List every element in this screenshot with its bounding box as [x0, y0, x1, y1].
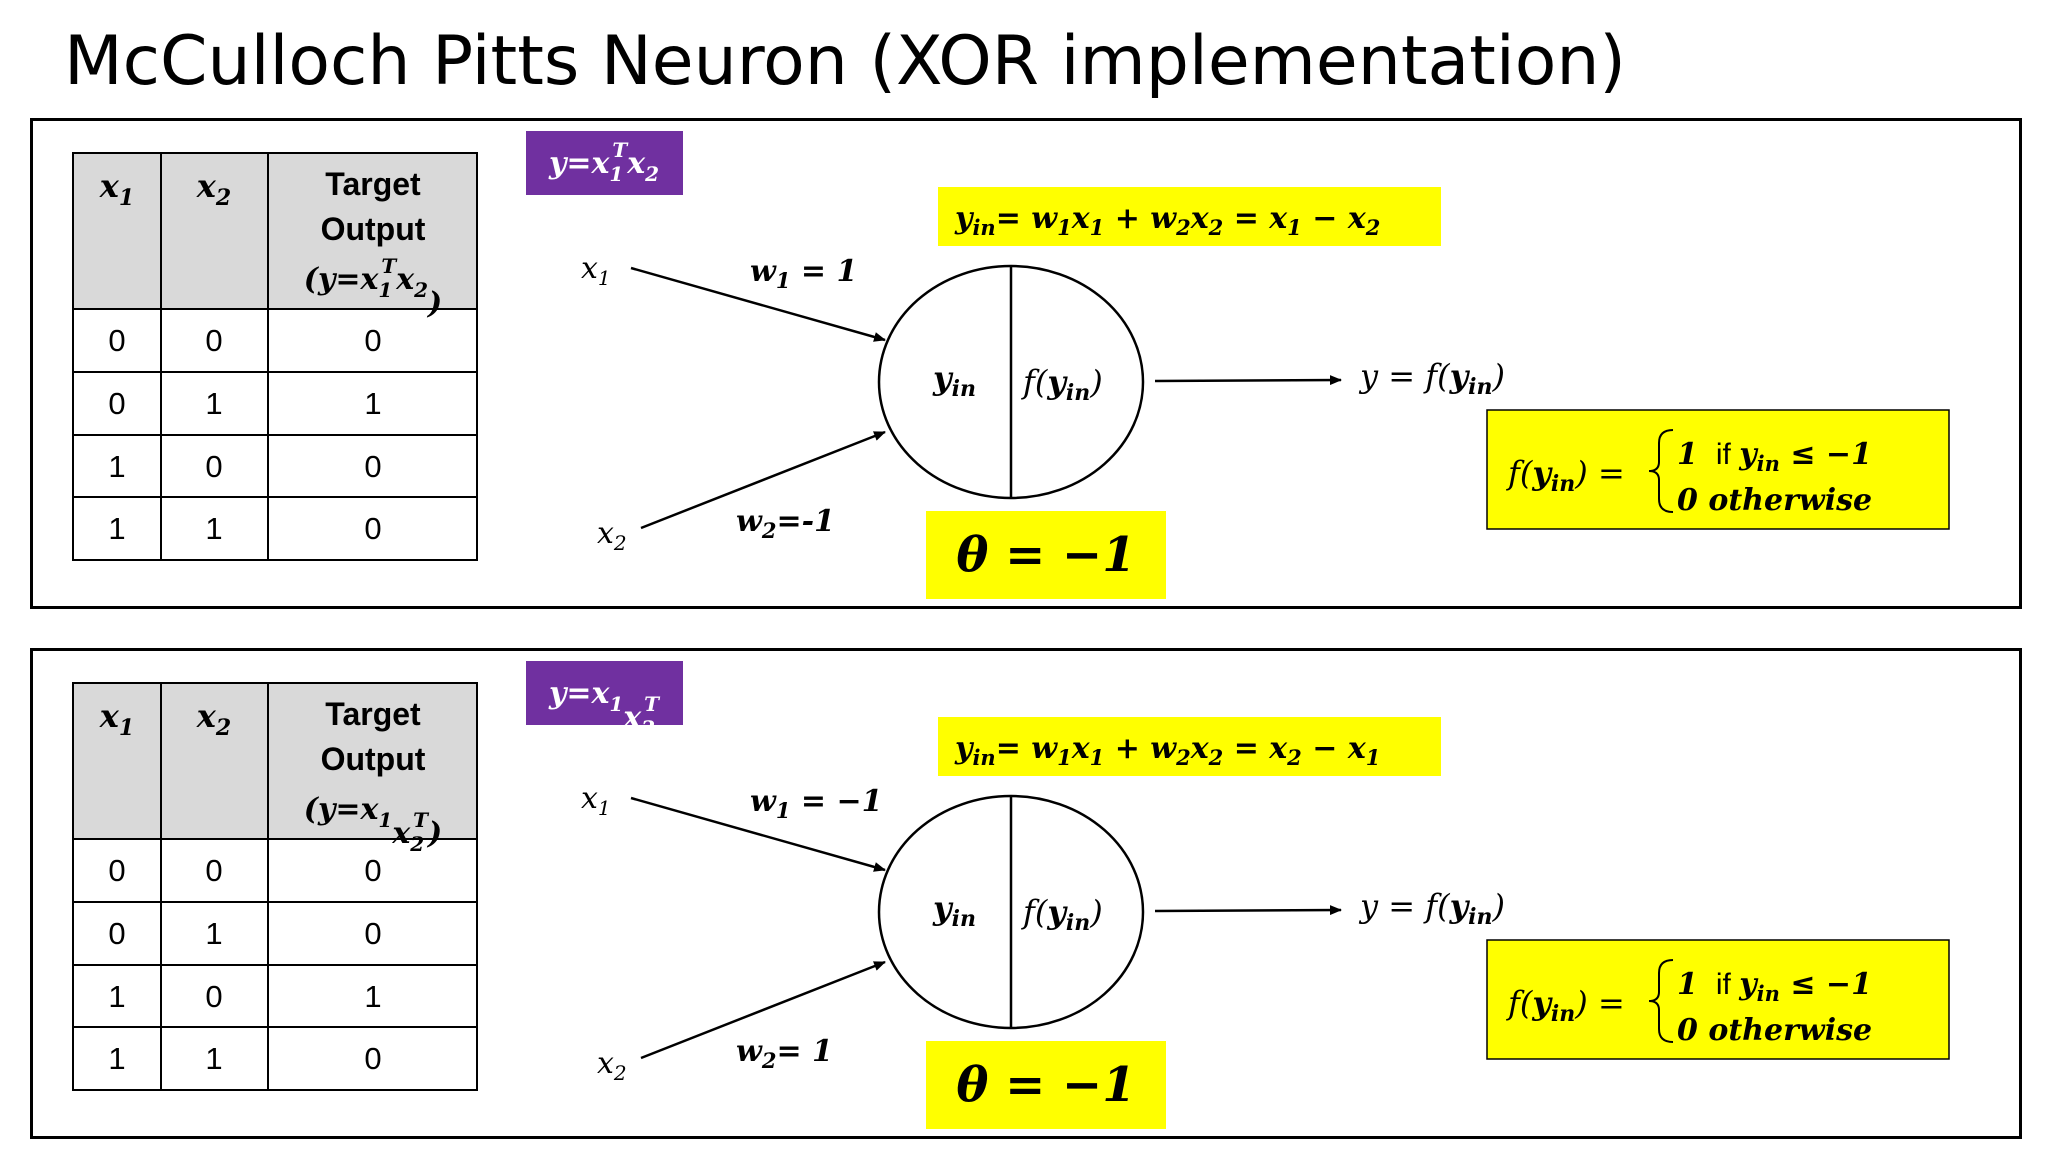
weight-w2-label: w2=-1: [736, 504, 835, 543]
table-cell: 1: [205, 916, 222, 951]
edge-x1-to-neuron: [630, 266, 886, 342]
net-input-equation-text: yin= w1x1 + w2x2 = x1 − x2: [954, 201, 1380, 240]
net-input-equation-background: [938, 717, 1441, 776]
threshold: θ = −1: [926, 1041, 1166, 1129]
activation-function-lhs: f(yin) =: [1506, 984, 1625, 1027]
neuron-summation-label: yin: [932, 889, 976, 932]
table-border: [72, 682, 478, 1091]
edge-neuron-to-output: [1154, 905, 1342, 916]
slide-title: McCulloch Pitts Neuron (XOR implementati…: [64, 22, 1626, 101]
table-cell: 1: [108, 1041, 125, 1076]
input-x2-label: x2: [597, 516, 627, 555]
table-cell: 0: [108, 323, 125, 358]
neuron: yin f(yin): [877, 264, 1145, 500]
panel-diagram: x1 x2 Target Output (y=x1x2T) 0 0 0 0 1 0 1 0 1 1…: [72, 661, 1950, 1129]
panel-xor-part-1: x1 x2 Target Output (y=x1Tx2) 0 0 0 0 1 1 1 0 0 1…: [30, 118, 2022, 609]
function-label-text: y=x1x2T: [548, 676, 661, 740]
table-cell: 1: [364, 979, 381, 1014]
table-cell: 0: [108, 853, 125, 888]
net-input-equation-text: yin= w1x1 + w2x2 = x2 − x1: [954, 731, 1380, 770]
neuron: yin f(yin): [877, 794, 1145, 1030]
table-cell: 1: [205, 511, 222, 546]
table-cell: 0: [205, 853, 222, 888]
net-input-equation: yin= w1x1 + w2x2 = x2 − x1: [938, 717, 1441, 776]
table-cell: 1: [108, 511, 125, 546]
weight-w2-label: w2= 1: [736, 1034, 833, 1073]
table-cell: 0: [364, 853, 381, 888]
table-cell: 0: [205, 979, 222, 1014]
edge-neuron-to-output: [1154, 375, 1342, 386]
activation-function-background: [1486, 409, 1950, 530]
table-cell: 0: [205, 323, 222, 358]
table-header-x2: x2: [196, 167, 231, 211]
function-label: y=x1Tx2: [526, 131, 683, 195]
truth-table: x1 x2 Target Output (y=x1x2T) 0 0 0 0 1 0 1 0 1 1…: [72, 682, 478, 1091]
table-cell: 1: [108, 449, 125, 484]
activation-case-2: 0 otherwise: [1677, 483, 1872, 518]
table-header-target-line1: Target: [325, 696, 421, 732]
table-header-x2: x2: [196, 697, 231, 741]
threshold-background: [926, 511, 1166, 599]
table-cell: 0: [364, 323, 381, 358]
activation-function-lhs: f(yin) =: [1506, 454, 1625, 497]
threshold-text: θ = −1: [956, 1057, 1135, 1113]
table-cell: 0: [108, 386, 125, 421]
table-cell: 0: [364, 449, 381, 484]
input-x1-label: x1: [581, 251, 611, 290]
output-label: y = f(yin): [1358, 357, 1505, 400]
table-cell: 1: [205, 1041, 222, 1076]
threshold: θ = −1: [926, 511, 1166, 599]
input-x2-label: x2: [597, 1046, 627, 1085]
table-cell: 1: [108, 979, 125, 1014]
table-header-background: [73, 153, 477, 309]
table-cell: 0: [108, 916, 125, 951]
table-cell: 0: [205, 449, 222, 484]
weight-w1-label: w1 = −1: [750, 784, 883, 823]
table-header-x1: x1: [99, 167, 134, 211]
activation-case-2: 0 otherwise: [1677, 1013, 1872, 1048]
edge-x2-to-neuron: [640, 960, 886, 1060]
table-header-x1: x1: [99, 697, 134, 741]
table-cell: 0: [364, 1041, 381, 1076]
table-border: [72, 152, 478, 561]
threshold-text: θ = −1: [956, 527, 1135, 583]
table-cell: 0: [364, 511, 381, 546]
panel-xor-part-2: x1 x2 Target Output (y=x1x2T) 0 0 0 0 1 0 1 0 1 1…: [30, 648, 2022, 1139]
edge-x2-to-neuron: [640, 430, 886, 530]
function-label-background: [526, 131, 683, 195]
net-input-equation: yin= w1x1 + w2x2 = x1 − x2: [938, 187, 1441, 246]
neuron-activation-label: f(yin): [1021, 363, 1103, 406]
neuron-summation-label: yin: [932, 359, 976, 402]
table-cell: 1: [364, 386, 381, 421]
table-header-target-line1: Target: [325, 166, 421, 202]
table-header-target-line2: Output: [321, 741, 426, 777]
threshold-background: [926, 1041, 1166, 1129]
activation-function-background: [1486, 939, 1950, 1060]
panel-diagram: x1 x2 Target Output (y=x1Tx2) 0 0 0 0 1 1 1 0 0 1…: [72, 131, 1950, 599]
table-header-target-line2: Output: [321, 211, 426, 247]
truth-table: x1 x2 Target Output (y=x1Tx2) 0 0 0 0 1 1 1 0 0 1…: [72, 152, 478, 561]
left-brace-icon: [1648, 429, 1674, 513]
output-label: y = f(yin): [1358, 887, 1505, 930]
function-label-text: y=x1Tx2: [548, 138, 659, 186]
table-cell: 1: [205, 386, 222, 421]
weight-w1-label: w1 = 1: [750, 254, 857, 293]
function-label: y=x1x2T: [526, 661, 683, 740]
neuron-activation-label: f(yin): [1021, 893, 1103, 936]
table-header-target-formula: (y=x1Tx2): [304, 254, 442, 321]
input-x1-label: x1: [581, 781, 611, 820]
edge-x1-to-neuron: [630, 796, 886, 872]
table-cell: 0: [364, 916, 381, 951]
left-brace-icon: [1648, 959, 1674, 1043]
function-label-background: [526, 661, 683, 725]
table-header-background: [73, 683, 477, 839]
table-header-target-formula: (y=x1x2T): [304, 792, 442, 856]
net-input-equation-background: [938, 187, 1441, 246]
